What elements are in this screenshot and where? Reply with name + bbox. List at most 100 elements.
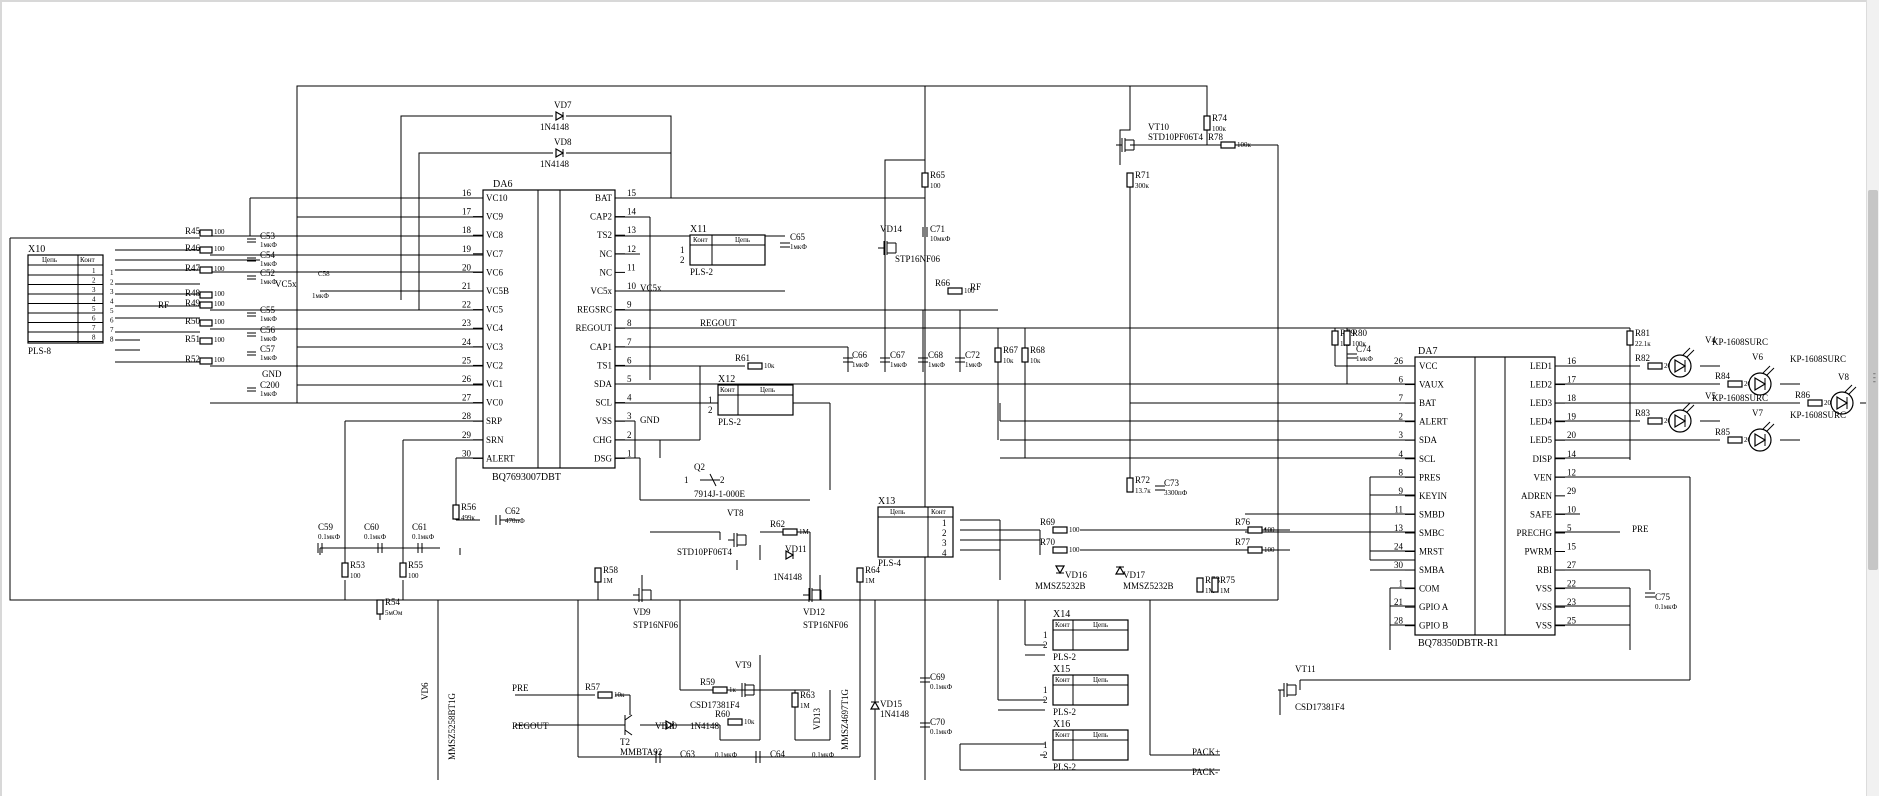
x14-ref: X14 — [1053, 609, 1070, 620]
c61-val: 0.1мкФ — [412, 533, 435, 541]
vt10-ref: VT10 — [1148, 122, 1169, 132]
vt8-val: STD10PF06T4 — [677, 547, 733, 557]
da6-pin-name-l14: ALERT — [486, 453, 515, 463]
c62-val: 470пФ — [505, 517, 525, 525]
net-rf-right: RF — [970, 282, 981, 292]
r80-body — [1343, 330, 1351, 346]
r57-ref: R57 — [585, 682, 601, 692]
r71-ref: R71 — [1135, 170, 1150, 180]
r54-ref: R54 — [385, 597, 401, 607]
vd7-ref: VD7 — [554, 100, 572, 110]
left-cap-ref-1: C54 — [260, 250, 276, 260]
da7-pin-num-l9: 13 — [1394, 523, 1404, 533]
net-vc5x-left: VC5x — [275, 279, 297, 289]
x14-pin2: 2 — [1043, 640, 1048, 650]
da7-pin-name-r8: SAFE — [1530, 509, 1553, 519]
da7-pin-name-r7: ADREN — [1521, 491, 1552, 501]
c59-val: 0.1мкФ — [318, 533, 341, 541]
gnd-left-label: GND — [262, 369, 282, 379]
left-cap-ref-2: C52 — [260, 268, 275, 278]
resistor-body — [199, 319, 213, 327]
q2-val: 7914J-1-000E — [694, 489, 745, 499]
r83-ref: R83 — [1635, 408, 1651, 418]
da6-pin-name-l6: VC5 — [486, 305, 504, 315]
r81-body — [1626, 330, 1634, 346]
da7-pin-name-r4: LED5 — [1530, 435, 1552, 445]
r61-ref: R61 — [735, 353, 750, 363]
da7-pin-num-l6: 8 — [1399, 467, 1404, 477]
x12-h2: Цепь — [760, 386, 775, 394]
left-res-ref-0: R45 — [185, 226, 201, 236]
da6-pin-num-l13: 29 — [462, 430, 472, 440]
da7-pin-name-l7: KEYIN — [1419, 491, 1447, 501]
r74-body — [1203, 115, 1211, 131]
da6-pin-num-l1: 17 — [462, 207, 472, 217]
left-res-val-6: 100 — [214, 336, 225, 344]
da7-pin-num-l12: 1 — [1399, 579, 1404, 589]
c63-ref: C63 — [680, 749, 696, 759]
r66-body — [947, 287, 963, 295]
r59-ref: R59 — [700, 677, 716, 687]
vt9-ref: VT9 — [735, 660, 752, 670]
r56-val: 499к — [461, 514, 476, 522]
vd14-ref: VD14 — [880, 224, 902, 234]
r78-body — [1220, 141, 1236, 149]
left-res-val-1: 100 — [214, 245, 225, 253]
r63-ref: R63 — [800, 690, 816, 700]
x15-type: PLS-2 — [1053, 707, 1076, 717]
da6-pin-num-l10: 26 — [462, 374, 472, 384]
vt9-symbol — [736, 683, 755, 697]
net-rf-left: RF — [158, 300, 169, 310]
vd17-val: MMSZ5232B — [1123, 581, 1174, 591]
r77-body — [1247, 546, 1263, 554]
x16-h1: Конт — [1055, 731, 1070, 739]
led-2-icon — [1830, 384, 1857, 415]
da7-pin-name-l10: MRST — [1419, 547, 1444, 557]
left-cap-val-5: 1мкФ — [260, 354, 277, 362]
r86-ref: R86 — [1795, 390, 1811, 400]
scrollbar-thumb[interactable] — [1868, 190, 1878, 570]
da6-pin-name-l1: VC9 — [486, 212, 504, 222]
connector-x15: X15 Конт Цепь PLS-2 1 2 — [1043, 664, 1129, 717]
r56-body — [452, 504, 460, 520]
r76-ref: R76 — [1235, 517, 1251, 527]
led-2-ref: V8 — [1838, 372, 1849, 382]
da6-pin-num-r12: 3 — [627, 411, 632, 421]
x16-ref: X16 — [1053, 719, 1070, 730]
vd9-symbol — [633, 588, 652, 602]
r62-ref: R62 — [770, 519, 785, 529]
vd11-ref: VD11 — [785, 544, 807, 554]
r70-body — [1052, 546, 1068, 554]
vertical-scrollbar[interactable] — [1866, 0, 1879, 796]
resistor-body — [199, 266, 213, 274]
da6-pin-name-r8: CAP1 — [590, 342, 612, 352]
left-res-ref-6: R51 — [185, 334, 200, 344]
da7-pin-name-l9: SMBC — [1419, 528, 1444, 538]
r59-body — [712, 686, 728, 694]
da6-pin-num-l7: 23 — [462, 318, 472, 328]
left-cap-ref-5: C57 — [260, 344, 276, 354]
da7-pin-name-l8: SMBD — [1419, 509, 1445, 519]
x11-type: PLS-2 — [690, 267, 713, 277]
da7-pin-num-l7: 9 — [1399, 486, 1404, 496]
c66-val: 1мкФ — [852, 361, 869, 369]
r58-ref: R58 — [603, 565, 619, 575]
da6-pin-name-r10: SDA — [594, 379, 613, 389]
vt8-symbol — [728, 533, 747, 547]
da6-pin-num-l5: 21 — [462, 281, 471, 291]
da7-pin-num-r12: 22 — [1567, 579, 1576, 589]
x13-type: PLS-4 — [878, 558, 902, 568]
net-regout: REGOUT — [700, 318, 737, 328]
da7-pin-num-r14: 25 — [1567, 616, 1577, 626]
r58-val: 1М — [603, 577, 614, 585]
da7-pin-name-r9: PRECHG — [1516, 528, 1552, 538]
da6-pin-num-r14: 1 — [627, 448, 632, 458]
vd8-val: 1N4148 — [540, 159, 569, 169]
vd17-ref: VD17 — [1123, 570, 1145, 580]
r68-val: 10к — [1030, 357, 1041, 365]
da6-pin-name-l13: SRN — [486, 435, 504, 445]
window-left-edge — [0, 0, 2, 796]
